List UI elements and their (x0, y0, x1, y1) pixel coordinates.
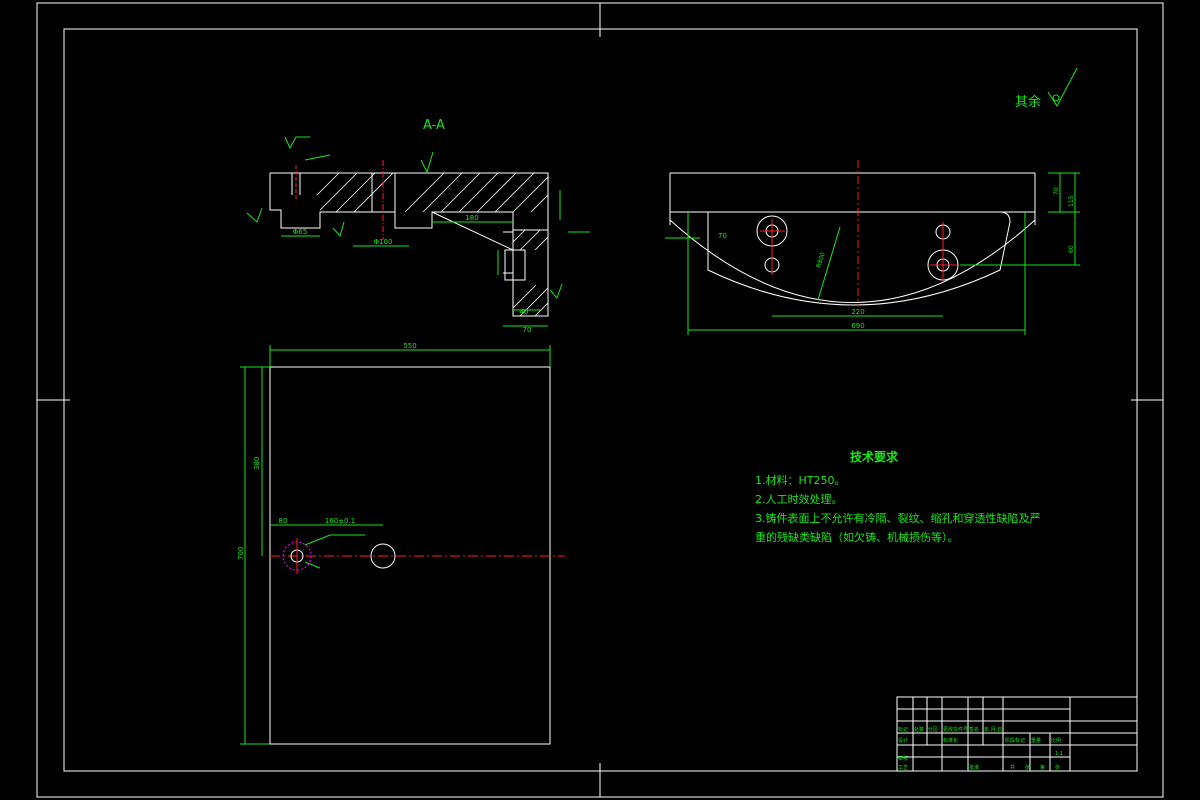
side-view: 690 220 70 115 60 70 R800 (665, 160, 1080, 335)
dim-top-hole-offset: 80 (279, 517, 288, 525)
svg-text:张: 张 (1025, 764, 1030, 771)
svg-text:签名: 签名 (969, 726, 979, 733)
svg-text:更改文件号: 更改文件号 (943, 726, 968, 733)
dim-section-d1: Φ65 (293, 228, 307, 236)
svg-text:标准化: 标准化 (943, 737, 958, 744)
surface-finish-symbol (1047, 67, 1078, 107)
notes-title: 技术要求 (850, 450, 899, 464)
surface-finish-note: 其余 (1015, 94, 1041, 110)
dim-right-radius: R800 (815, 251, 827, 268)
inner-frame (63, 28, 1138, 772)
dim-section-w2: 70 (523, 326, 532, 334)
dim-top-width: 550 (403, 342, 416, 350)
svg-text:设计: 设计 (898, 737, 908, 744)
dim-section-w1: 40 (520, 308, 529, 316)
svg-text:批准: 批准 (969, 764, 979, 771)
svg-text:处数: 处数 (914, 726, 924, 733)
svg-text:阶段标记: 阶段标记 (1005, 737, 1025, 744)
dim-right-h3: 60 (1068, 245, 1075, 253)
svg-text:年.月.日: 年.月.日 (984, 726, 1002, 733)
svg-text:共: 共 (1010, 764, 1015, 771)
centering-marks (37, 3, 1163, 797)
dim-right-h2: 115 (1068, 195, 1075, 207)
dim-right-side: 70 (718, 232, 727, 240)
dim-right-h1: 70 (1053, 187, 1060, 195)
svg-text:比例: 比例 (1051, 737, 1061, 744)
dim-top-height-upper: 380 (253, 457, 261, 470)
dim-top-hole-spacing: 160±0.1 (325, 517, 355, 525)
svg-text:张: 张 (1055, 764, 1060, 771)
dim-section-d2: Φ100 (374, 238, 393, 246)
title-block-labels: 标记 处数 分区 更改文件号 签名 年.月.日 设计 标准化 审核 工艺 批准 … (898, 726, 1063, 771)
plan-view: 550 700 380 80 160±0.1 (237, 342, 565, 745)
title-block (896, 696, 1138, 772)
note-item: 1.材料：HT250。 (755, 474, 846, 487)
svg-text:审核: 审核 (898, 755, 908, 762)
section-label: A-A (423, 118, 445, 133)
dim-top-height: 700 (237, 547, 245, 560)
svg-text:重量: 重量 (1031, 737, 1041, 744)
note-item: 重的残缺类缺陷（如欠铸、机械损伤等）。 (755, 531, 959, 544)
outer-border (36, 2, 1164, 798)
svg-text:第: 第 (1040, 764, 1045, 771)
svg-text:分区: 分区 (928, 726, 938, 733)
svg-text:标记: 标记 (898, 726, 908, 733)
svg-text:工艺: 工艺 (898, 765, 908, 771)
technical-requirements: 技术要求 1.材料：HT250。 2.人工时效处理。 3.铸件表面上不允许有冷隔… (755, 448, 1041, 547)
dim-right-total: 690 (851, 322, 864, 330)
dim-section-len: 180 (465, 214, 478, 222)
note-item: 3.铸件表面上不允许有冷隔、裂纹、缩孔和穿透性缺陷及严 (755, 512, 1041, 525)
section-view: Φ100 Φ65 180 70 40 (246, 136, 590, 334)
note-item: 2.人工时效处理。 (755, 493, 843, 506)
title-block-scale: 1:1 (1055, 751, 1063, 757)
dim-right-center: 220 (851, 308, 864, 316)
